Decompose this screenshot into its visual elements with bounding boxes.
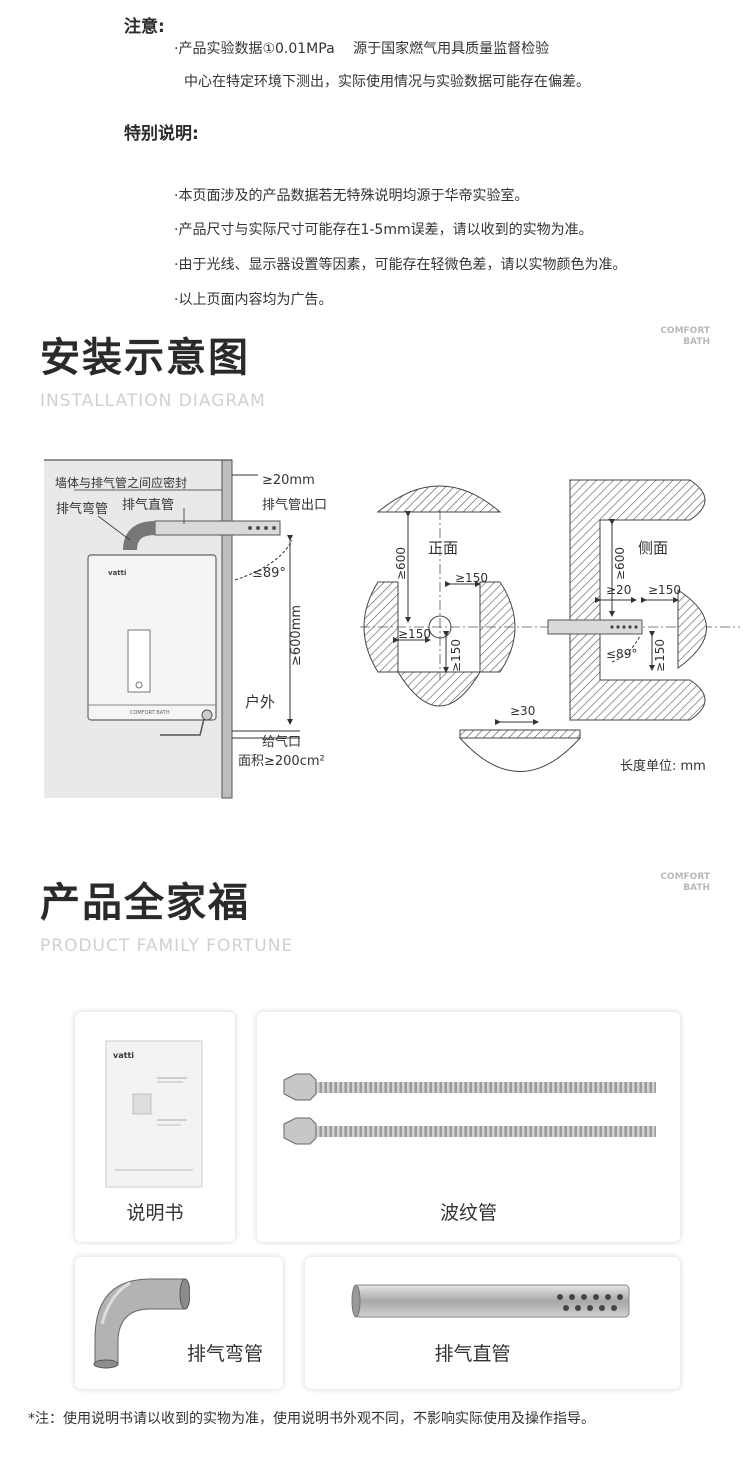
special-item: ·以上页面内容均为广告。 — [174, 292, 333, 308]
manual-image: vatti — [105, 1040, 203, 1188]
pipe-image — [351, 1284, 630, 1318]
brand-line-2: BATH — [683, 883, 710, 893]
label-straight-pipe: 排气直管 — [122, 497, 174, 513]
label-air-inlet: 给气口 — [262, 734, 301, 750]
brand-line-1: COMFORT — [660, 326, 710, 336]
label-seal: 墙体与排气管之间应密封 — [55, 475, 187, 490]
front-top-block — [376, 485, 502, 513]
label-side-89: ≤89° — [606, 647, 637, 661]
side-pipe — [547, 619, 643, 635]
product-label-pipe: 排气直管 — [434, 1343, 511, 1365]
elbow-image — [93, 1278, 190, 1369]
product-label-elbow: 排气弯管 — [186, 1343, 263, 1365]
notice-heading: 注意: — [124, 17, 165, 37]
label-side-150-down: ≥150 — [653, 639, 667, 672]
label-front-600: ≥600 — [394, 547, 408, 580]
side-pipe-holes — [610, 625, 638, 629]
label-side-20: ≥20 — [606, 583, 631, 597]
label-elbow: 排气弯管 — [56, 501, 108, 517]
notice-line-1: ·产品实验数据①0.01MPa 源于国家燃气用具质量监督检验 — [174, 41, 550, 57]
heater-display — [127, 629, 151, 693]
family-brand-mark: COMFORT BATH — [640, 872, 710, 894]
label-side-150: ≥150 — [648, 583, 681, 597]
special-item: ·本页面涉及的产品数据若无特殊说明均源于华帝实验室。 — [174, 188, 529, 204]
exhaust-elbow — [123, 521, 156, 551]
label-area: 面积≥200cm² — [238, 754, 325, 769]
product-label-hose: 波纹管 — [439, 1202, 497, 1224]
label-side: 侧面 — [638, 539, 668, 557]
special-item: ·由于光线、显示器设置等因素，可能存在轻微色差，请以实物颜色为准。 — [174, 257, 627, 273]
hose-image — [283, 1073, 656, 1145]
family-subtitle: PRODUCT FAMILY FORTUNE — [40, 936, 294, 956]
label-side-600: ≥600 — [613, 547, 627, 580]
product-card-manual: vatti 说明书 — [75, 1012, 235, 1242]
water-heater — [87, 554, 217, 721]
label-outdoor: 户外 — [245, 693, 275, 711]
brand-line-1: COMFORT — [660, 872, 710, 882]
family-title: 产品全家福 — [40, 880, 250, 926]
label-front-150-right: ≥150 — [455, 571, 488, 585]
product-card-pipe: 排气直管 — [305, 1257, 680, 1389]
product-card-hose: 波纹管 — [257, 1012, 680, 1242]
notice-line-2: 中心在特定环境下测出，实际使用情况与实验数据可能存在偏差。 — [184, 74, 590, 90]
label-gap20: ≥20mm — [262, 473, 315, 488]
installation-diagram: vatti COMFORT BATH 墙体与排气管之间应密封 排气直管 排气弯管… — [44, 459, 740, 799]
special-item: ·产品尺寸与实际尺寸可能存在1-5mm误差，请以收到的实物为准。 — [174, 222, 593, 238]
label-front-150-left: ≥150 — [398, 627, 431, 641]
label-gap30: ≥30 — [510, 704, 535, 718]
label-outlet: 排气管出口 — [262, 497, 327, 513]
heater-model: COMFORT BATH — [130, 710, 170, 716]
product-label-manual: 说明书 — [126, 1202, 184, 1224]
special-heading: 特别说明: — [124, 124, 199, 144]
heater-brand: vatti — [108, 569, 126, 577]
brand-line-2: BATH — [683, 337, 710, 347]
pipe-outlet-holes — [248, 526, 276, 530]
label-h600mm: ≥600mm — [289, 605, 304, 666]
side-right-block — [677, 589, 707, 669]
install-subtitle: INSTALLATION DIAGRAM — [40, 391, 266, 411]
label-front: 正面 — [428, 539, 458, 557]
label-angle89: ≤89° — [252, 566, 286, 581]
front-right-block — [479, 581, 516, 673]
manual-brand: vatti — [113, 1051, 134, 1060]
label-unit: 长度单位: mm — [620, 758, 706, 774]
footnote: *注：使用说明书请以收到的实物为准，使用说明书外观不同，不影响实际使用及操作指导… — [28, 1411, 595, 1427]
straight-exhaust-pipe — [154, 520, 281, 536]
label-front-150-down: ≥150 — [449, 639, 463, 672]
ceiling-block — [458, 737, 582, 772]
install-brand-mark: COMFORT BATH — [640, 326, 710, 348]
wall-section — [221, 459, 233, 799]
install-title: 安装示意图 — [40, 335, 250, 381]
front-bottom-block — [397, 671, 481, 707]
product-card-elbow: 排气弯管 — [75, 1257, 283, 1389]
